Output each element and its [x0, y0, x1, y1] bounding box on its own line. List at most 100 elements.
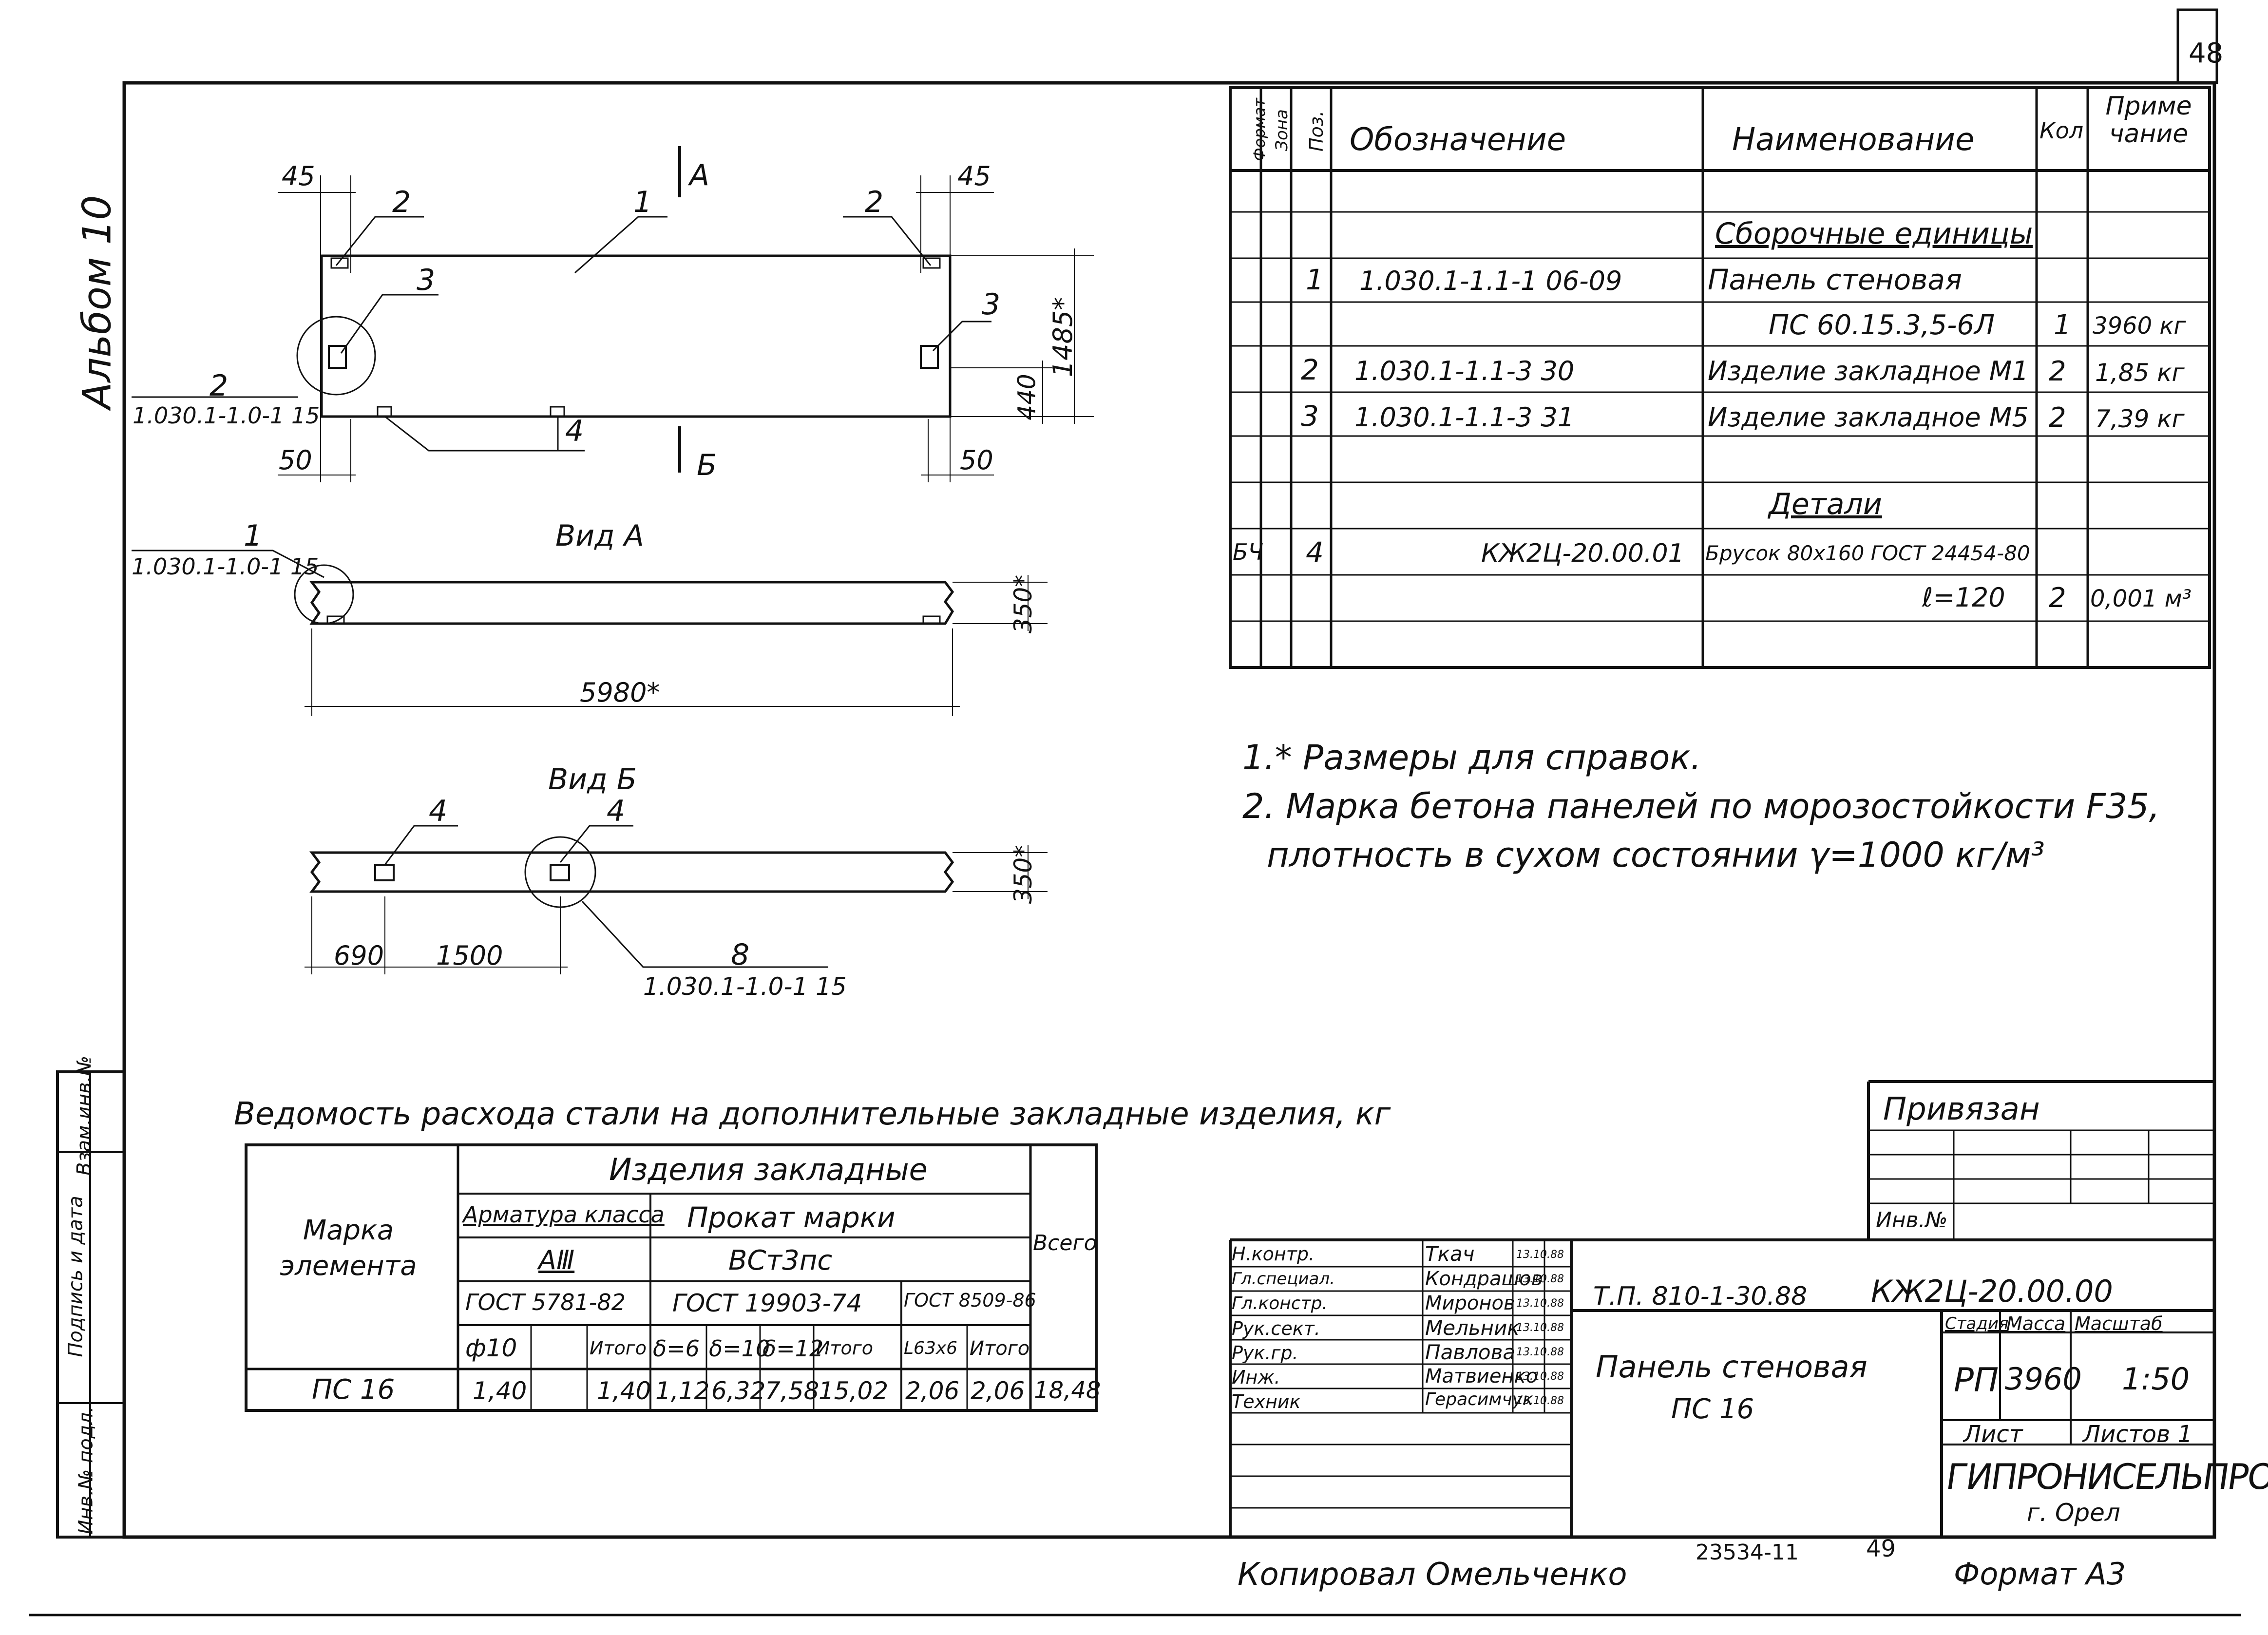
steel-header-gost-19903: ГОСТ 19903-74	[672, 1289, 862, 1317]
spec-row3-pos: 2	[1301, 353, 1319, 386]
view-b-ref: 1.030.1-1.0-1 15	[643, 972, 847, 1001]
spec-group-assembly: Сборочные единицы	[1715, 217, 2033, 251]
steel-header-mark: Марка элемента	[280, 1215, 417, 1282]
title-h-stage: Стадия	[1945, 1314, 2009, 1333]
page-number: 48	[2189, 38, 2224, 69]
staff-role-0: Н.контр.	[1232, 1243, 1315, 1265]
steel-row-d12: 7,58	[765, 1377, 820, 1405]
pos-2-left: 2	[392, 185, 411, 219]
staff-role-3: Рук.сект.	[1232, 1318, 1320, 1339]
section-mark-b: Б	[697, 448, 717, 482]
steel-header-gost-8509: ГОСТ 8509-86	[904, 1290, 1036, 1311]
steel-sub-d6: δ=6	[653, 1335, 700, 1362]
dim-right-top: 45	[957, 161, 991, 191]
title-h-sheet: Лист	[1963, 1421, 2023, 1448]
pos-3-right: 3	[982, 287, 1001, 322]
staff-date-1: 13.10.88	[1516, 1273, 1564, 1285]
steel-row-total-angle: 2,06	[971, 1377, 1025, 1405]
dim-left-top: 45	[282, 161, 315, 191]
spec-header-name: Наименование	[1732, 122, 1975, 158]
steel-row-d6: 1,12	[655, 1377, 710, 1405]
steel-table-title: Ведомость расхода стали на дополнительны…	[234, 1096, 1391, 1132]
staff-name-2: Миронов	[1425, 1292, 1515, 1314]
spec-row1-code: 1.030.1-1.1-1 06-09	[1359, 266, 1622, 296]
spec-group-details: Детали	[1769, 487, 1882, 521]
staff-date-2: 13.10.88	[1516, 1297, 1564, 1310]
view-b-dim-690: 690	[334, 940, 384, 971]
spec-header-pos: Поз.	[1306, 110, 1328, 152]
staff-name-0: Ткач	[1425, 1242, 1475, 1266]
staff-date-5: 13.10.88	[1516, 1370, 1564, 1383]
spec-header-qty: Кол	[2039, 117, 2084, 144]
steel-sub-d12: δ=12	[762, 1335, 824, 1362]
spec-row4-code: 1.030.1-1.1-3 31	[1354, 402, 1575, 433]
title-doc-name-1: Панель стеновая	[1596, 1349, 1868, 1385]
dim-left-bottom: 50	[279, 445, 312, 475]
staff-role-1: Гл.специал.	[1232, 1269, 1335, 1289]
spec-row1-pos: 1	[1306, 263, 1324, 296]
spec-row2-name: ПС 60.15.3,5-6Л	[1769, 309, 1995, 341]
steel-header-rolled-mark: ВСт3пс	[728, 1245, 833, 1276]
steel-sub-angle: L63х6	[904, 1338, 958, 1358]
pos-3-left: 3	[417, 263, 436, 297]
staff-name-5: Матвиенко	[1425, 1365, 1538, 1388]
steel-sub-total-angle: Итого	[970, 1337, 1030, 1360]
staff-name-3: Мельник	[1425, 1316, 1520, 1340]
steel-row-total: 18,48	[1034, 1377, 1101, 1404]
title-bound: Привязан	[1883, 1091, 2040, 1127]
steel-header-rebar-class: АⅢ	[538, 1245, 575, 1275]
view-b-dim-thickness: 350*	[1009, 845, 1038, 904]
side-stamp-signature: Подпись и дата	[64, 1196, 87, 1357]
spec-header-note: Приме чание	[2105, 92, 2192, 149]
view-b-pos-8: 8	[731, 938, 750, 972]
staff-date-0: 13.10.88	[1516, 1249, 1564, 1261]
staff-date-3: 13.10.88	[1516, 1322, 1564, 1334]
spec-header-format: Формат	[1250, 98, 1269, 161]
dim-right-bottom: 50	[960, 445, 993, 475]
ref-callout-plan: 1.030.1-1.0-1 15	[133, 402, 320, 429]
spec-row3-qty: 2	[2049, 356, 2066, 387]
steel-header-rolled: Прокат марки	[687, 1201, 896, 1234]
spec-header-designation: Обозначение	[1350, 122, 1566, 158]
pos-2-right: 2	[865, 185, 884, 219]
steel-sub-total-rebar: Итого	[590, 1337, 647, 1359]
view-a-ref: 1.030.1-1.0-1 15	[132, 553, 319, 580]
spec-row3-code: 1.030.1-1.1-3 30	[1354, 356, 1575, 386]
steel-sub-f10: ф10	[465, 1334, 517, 1362]
title-scale: 1:50	[2122, 1361, 2190, 1397]
steel-header-items: Изделия закладные	[609, 1152, 928, 1187]
view-a-pos-1: 1	[244, 519, 263, 553]
title-city: г. Орел	[2027, 1499, 2120, 1527]
spec-row2-note: 3960 кг	[2093, 312, 2186, 340]
side-stamp-replace: Взам.инв.№	[73, 1055, 96, 1176]
spec-row5-code: КЖ2Ц-20.00.01	[1481, 539, 1684, 568]
title-h-scale: Масштаб	[2075, 1313, 2163, 1334]
spec-header-zone: Зона	[1272, 109, 1292, 151]
staff-name-4: Павлова	[1425, 1340, 1516, 1364]
spec-row4-pos: 3	[1301, 399, 1319, 433]
steel-row-mark: ПС 16	[312, 1374, 395, 1406]
spec-row6-name: ℓ=120	[1922, 582, 2005, 613]
title-organization: ГИПРОНИСЕЛЬПРОМ	[1944, 1456, 2268, 1497]
staff-date-4: 13.10.88	[1516, 1346, 1564, 1358]
staff-role-4: Рук.гр.	[1232, 1342, 1298, 1364]
staff-role-2: Гл.констр.	[1232, 1293, 1328, 1313]
steel-row-d10: 6,32	[711, 1377, 766, 1405]
spec-row5-pos: 4	[1306, 536, 1324, 569]
title-mass: 3960	[2005, 1361, 2082, 1397]
steel-header-gost-5781: ГОСТ 5781-82	[465, 1289, 626, 1315]
section-mark-a: А	[689, 158, 710, 192]
view-a-title: Вид А	[555, 519, 644, 553]
title-h-mass: Масса	[2006, 1313, 2066, 1334]
title-project-number: Т.П. 810-1-30.88	[1593, 1282, 1808, 1311]
steel-row-angle: 2,06	[905, 1377, 960, 1405]
side-stamp-inv: Инв.№ подл.	[75, 1406, 97, 1535]
view-b-pos-4-right: 4	[607, 794, 626, 828]
steel-header-total: Всего	[1033, 1231, 1097, 1255]
spec-row1-name: Панель стеновая	[1708, 263, 1962, 296]
view-b-dim-1500: 1500	[436, 940, 503, 971]
spec-row6-note: 0,001 м³	[2090, 585, 2192, 612]
steel-row-f10: 1,40	[473, 1377, 527, 1405]
view-a-dim-thickness: 350*	[1009, 574, 1038, 634]
